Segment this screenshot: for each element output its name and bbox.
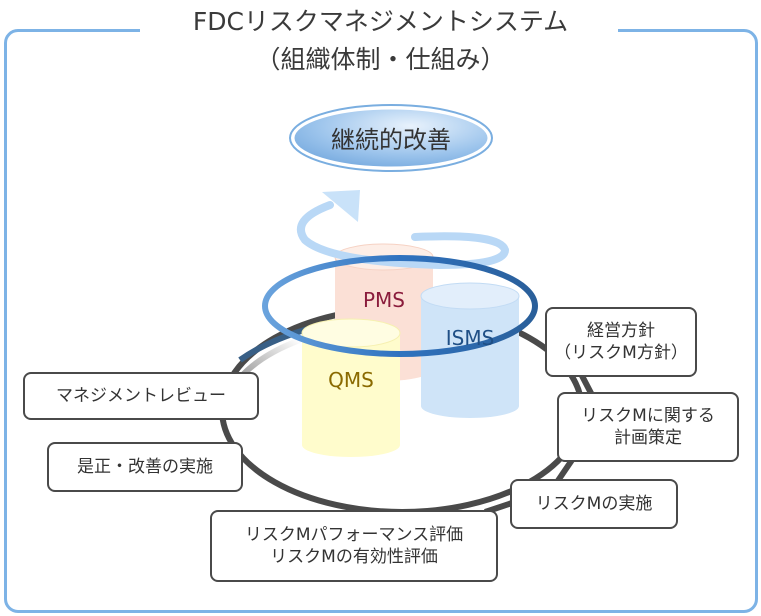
step-text: リスクMの有効性評価: [270, 547, 438, 567]
page-subtitle: （組織体制・仕組み）: [255, 45, 506, 74]
step-text: （リスクM方針）: [554, 343, 688, 363]
pms-label: PMS: [362, 288, 405, 312]
step-implementation: リスクMの実施: [510, 479, 678, 529]
blue-ring: [262, 255, 538, 357]
step-corrective-action: 是正・改善の実施: [47, 442, 243, 492]
badge-outline: [289, 104, 493, 172]
arrow-head-icon: [322, 190, 360, 222]
continuous-improvement-badge-shape: [291, 106, 491, 170]
spiral-arrow: [296, 201, 510, 270]
continuous-improvement-badge: 継続的改善: [331, 126, 451, 154]
page-title: FDCリスクマネジメントシステム: [192, 7, 569, 36]
step-management-policy: 経営方針 （リスクM方針）: [545, 307, 697, 377]
step-management-review: マネジメントレビュー: [23, 372, 259, 420]
step-evaluation: リスクMパフォーマンス評価 リスクMの有効性評価: [210, 510, 498, 582]
step-text: リスクMに関する: [581, 406, 715, 426]
qms-label: QMS: [328, 368, 374, 392]
isms-label: ISMS: [445, 326, 495, 350]
step-text: 計画策定: [614, 428, 682, 448]
step-text: マネジメントレビュー: [56, 386, 226, 406]
step-planning: リスクMに関する 計画策定: [557, 392, 739, 462]
step-text: 経営方針: [587, 321, 655, 341]
title-mask: [140, 20, 618, 40]
step-text: 是正・改善の実施: [77, 457, 213, 477]
step-text: リスクMパフォーマンス評価: [244, 525, 464, 545]
step-text: リスクMの実施: [535, 494, 653, 514]
